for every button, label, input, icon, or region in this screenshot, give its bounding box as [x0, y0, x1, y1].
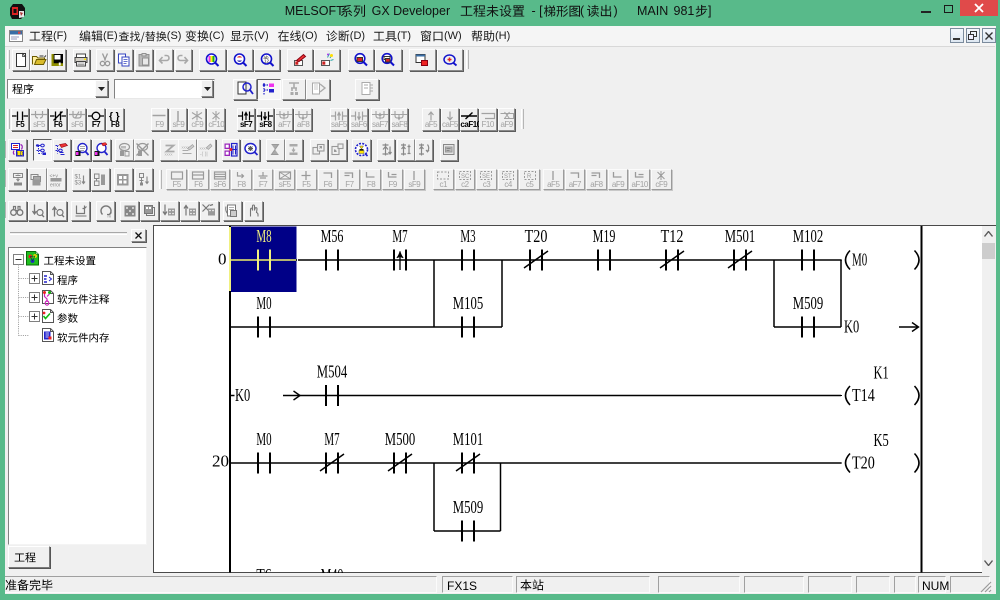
svg-text:M7: M7 [392, 226, 407, 246]
svg-text:K0: K0 [844, 317, 859, 337]
svg-text:xxxx: xxxx [164, 151, 172, 156]
svg-text:K0: K0 [235, 385, 250, 405]
svg-text:M0: M0 [852, 250, 867, 270]
svg-text:K5: K5 [874, 430, 889, 450]
svg-text:xxxx: xxxx [200, 145, 208, 150]
svg-text:M500: M500 [385, 429, 415, 449]
svg-text:20: 20 [212, 452, 229, 471]
svg-text:T14: T14 [852, 385, 875, 405]
svg-text:T20: T20 [525, 226, 548, 246]
svg-text:ab: ab [263, 55, 269, 60]
svg-text:M8: M8 [256, 226, 271, 246]
svg-text:M501: M501 [725, 226, 755, 246]
svg-text:M509: M509 [453, 497, 483, 517]
svg-text:T12: T12 [661, 226, 684, 246]
svg-text:M0: M0 [256, 429, 271, 449]
svg-text:<+v: <+v [50, 173, 59, 179]
svg-text:ST: ST [504, 174, 512, 180]
svg-text:xxxx: xxxx [181, 144, 189, 149]
svg-text:M3: M3 [460, 226, 475, 246]
svg-text:$3: $3 [74, 180, 81, 186]
svg-text:M7: M7 [324, 429, 339, 449]
svg-text:LD: LD [17, 151, 24, 157]
svg-text:M504: M504 [317, 362, 347, 382]
svg-text:T6: T6 [256, 565, 271, 573]
svg-text:M105: M105 [453, 293, 483, 313]
svg-text:12: 12 [264, 58, 270, 63]
svg-text:$1: $1 [74, 174, 81, 180]
svg-text:M101: M101 [453, 429, 483, 449]
svg-text:error: error [50, 182, 61, 187]
svg-text:-( )|: -( )| [200, 151, 208, 157]
svg-text:M56: M56 [321, 226, 344, 246]
svg-text:M102: M102 [793, 226, 823, 246]
svg-text:SE: SE [482, 174, 490, 180]
svg-text:M19: M19 [593, 226, 616, 246]
svg-text:SC: SC [461, 174, 470, 180]
svg-text:M0: M0 [256, 293, 271, 313]
svg-text:R: R [527, 174, 532, 180]
svg-text:rn: rn [107, 213, 111, 218]
svg-text:M509: M509 [793, 293, 823, 313]
svg-text:{ }: { } [109, 112, 120, 122]
svg-text:T20: T20 [852, 453, 875, 473]
svg-text:M40: M40 [321, 565, 344, 573]
svg-text:K1: K1 [874, 363, 889, 383]
svg-text:0: 0 [218, 250, 227, 269]
